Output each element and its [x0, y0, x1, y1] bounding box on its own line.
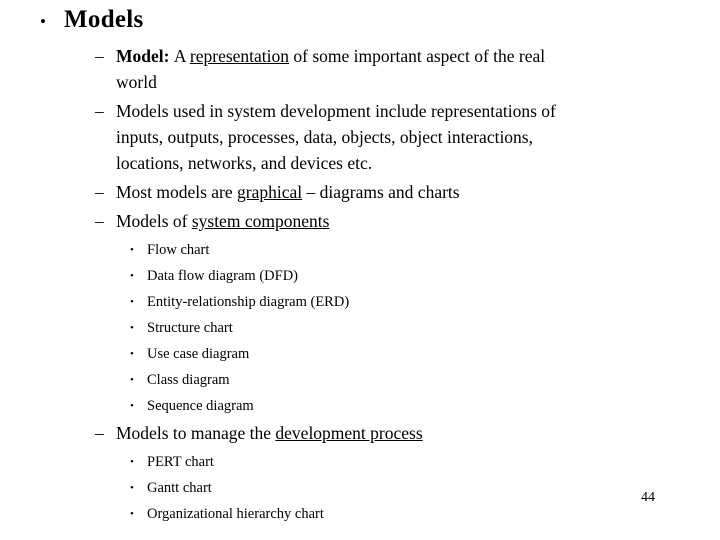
- list-item: –Most models are graphical – diagrams an…: [0, 179, 720, 205]
- text-segment: Entity-relationship diagram (ERD): [147, 294, 350, 310]
- list-item: • Use case diagram: [0, 341, 720, 367]
- bullet-marker: •: [130, 508, 134, 520]
- text-segment: system components: [191, 211, 330, 231]
- list-item: • Class diagram: [0, 367, 720, 393]
- dash-marker: –: [95, 46, 104, 66]
- list-item: • PERT chart: [0, 449, 720, 475]
- item-text: Most models are graphical – diagrams and…: [116, 179, 460, 205]
- list-item: –Model: A representation of some importa…: [0, 43, 720, 95]
- text-segment: Organizational hierarchy chart: [147, 506, 324, 522]
- list-item: • Organizational hierarchy chart: [0, 501, 720, 527]
- text-segment: Use case diagram: [147, 346, 250, 362]
- text-segment: A: [173, 46, 190, 66]
- bullet-marker: •: [130, 296, 134, 308]
- bullet-marker: •: [130, 400, 134, 412]
- text-segment: Data flow diagram (DFD): [147, 268, 298, 284]
- title-bullet-icon: •: [40, 12, 46, 31]
- text-segment: Class diagram: [147, 372, 230, 388]
- list-item: • Entity-relationship diagram (ERD): [0, 289, 720, 315]
- list-item: • Data flow diagram (DFD): [0, 263, 720, 289]
- text-segment: Structure chart: [147, 320, 233, 336]
- text-segment: PERT chart: [147, 454, 214, 470]
- item-text: Gantt chart: [147, 475, 212, 501]
- dash-marker: –: [95, 211, 104, 231]
- bullet-marker: •: [130, 482, 134, 494]
- dash-marker: –: [95, 101, 104, 121]
- bullet-marker: •: [130, 348, 134, 360]
- bullet-marker: •: [130, 244, 134, 256]
- slide-content: –Model: A representation of some importa…: [0, 42, 720, 527]
- item-text: Structure chart: [147, 315, 233, 341]
- text-segment: Most models are: [116, 182, 238, 202]
- item-text: Model: A representation of some importan…: [116, 43, 545, 95]
- text-segment: – diagrams and charts: [302, 182, 460, 202]
- text-segment: world: [116, 72, 157, 92]
- bullet-marker: •: [130, 456, 134, 468]
- item-text: Use case diagram: [147, 341, 249, 367]
- slide-title-row: • Models: [40, 6, 144, 34]
- text-segment: representation: [189, 46, 290, 66]
- list-item: –Models of system components: [0, 208, 720, 234]
- item-text: PERT chart: [147, 449, 214, 475]
- item-text: Models of system components: [116, 208, 329, 234]
- item-text: Sequence diagram: [147, 393, 254, 419]
- page-number: 44: [641, 490, 655, 505]
- text-segment: locations, networks, and devices etc.: [116, 153, 373, 173]
- bullet-marker: •: [130, 270, 134, 282]
- item-text: Class diagram: [147, 367, 230, 393]
- item-text: Flow chart: [147, 237, 209, 263]
- text-segment: graphical: [237, 182, 303, 202]
- item-text: Entity-relationship diagram (ERD): [147, 289, 349, 315]
- text-segment: inputs, outputs, processes, data, object…: [116, 127, 533, 147]
- text-segment: Sequence diagram: [147, 398, 254, 414]
- text-segment: Flow chart: [147, 242, 210, 258]
- text-segment: of some important aspect of the real: [289, 46, 546, 66]
- list-item: –Models used in system development inclu…: [0, 98, 720, 176]
- item-text: Organizational hierarchy chart: [147, 501, 324, 527]
- page-title: Models: [64, 6, 144, 33]
- item-text: Data flow diagram (DFD): [147, 263, 298, 289]
- list-item: • Flow chart: [0, 237, 720, 263]
- dash-marker: –: [95, 423, 104, 443]
- item-text: Models used in system development includ…: [116, 98, 556, 176]
- list-item: • Sequence diagram: [0, 393, 720, 419]
- list-item: • Gantt chart: [0, 475, 720, 501]
- text-segment: Gantt chart: [147, 480, 212, 496]
- list-item: • Structure chart: [0, 315, 720, 341]
- text-segment: development process: [275, 423, 423, 443]
- text-segment: Models of: [116, 211, 192, 231]
- text-segment: Models to manage the: [116, 423, 276, 443]
- bullet-marker: •: [130, 322, 134, 334]
- item-text: Models to manage the development process: [116, 420, 423, 446]
- text-segment: Models used in system development includ…: [116, 101, 556, 121]
- text-segment: Model:: [116, 46, 174, 66]
- bullet-marker: •: [130, 374, 134, 386]
- dash-marker: –: [95, 182, 104, 202]
- list-item: –Models to manage the development proces…: [0, 420, 720, 446]
